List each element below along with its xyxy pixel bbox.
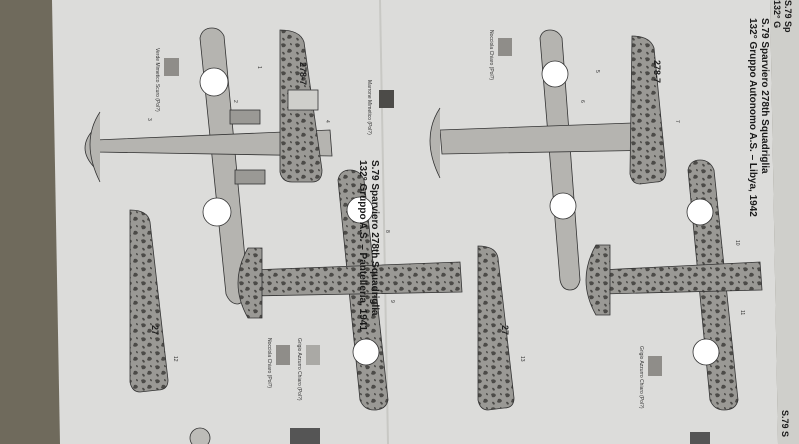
fuselage-code-right: 278-7 (652, 60, 662, 84)
callout-number: 10 (734, 240, 740, 246)
fuselage-code-left-bottom: 27 (150, 325, 160, 336)
paint-label-b: Marrone Mimetico (Pol?) (366, 80, 372, 135)
callout-number: 7 (674, 120, 680, 123)
center-plan-view-camo (237, 169, 463, 411)
header-right-line2: 132° Gruppo Autonomo A.S. – Libya, 1942 (747, 18, 758, 217)
left-side-view (129, 29, 323, 393)
callout-number: 3 (146, 118, 152, 121)
paint-label-c: Nocciola Chiaro (Pol?) (266, 338, 272, 389)
color-swatch-f (648, 356, 662, 376)
callout-number: 8 (384, 230, 390, 233)
paint-label-a: Verde Mimetico Scuro (Pol?) (154, 48, 160, 112)
color-swatch-e (498, 38, 512, 56)
callout-number: 4 (324, 120, 330, 123)
callout-number: 11 (739, 310, 745, 316)
callout-number: 13 (519, 356, 525, 362)
color-swatch-c (276, 345, 290, 365)
left-plan-view (84, 27, 333, 305)
callout-number: 6 (579, 100, 585, 103)
callout-number: 1 (256, 66, 262, 69)
right-side-views (477, 35, 667, 411)
edge-text-bottom-right: S.79 S (780, 410, 790, 438)
paint-label-d: Grigio Azzurro Chiaro (Pol?) (296, 338, 302, 401)
edge-text-top-right-2: 132° G (772, 0, 782, 29)
center-upper-plan-view (429, 29, 663, 291)
right-plan-view-camo (585, 159, 763, 411)
paint-label-e: Nocciola Chiaro (Pol?) (488, 30, 494, 81)
header-center-line2: 132° Gruppo A.S. – Pantelleria, 1941 (357, 160, 368, 331)
color-swatch-b (379, 90, 394, 108)
callout-number: 9 (389, 300, 395, 303)
header-right-line1: S.79 Sparviero 278th Squadriglia (759, 18, 770, 174)
paint-label-f: Grigio Azzurro Chiaro (Pol?) (638, 346, 644, 409)
header-center-line1: S.79 Sparviero 278th Squadriglia (369, 160, 380, 316)
fuselage-code-center-bottom: 27 (500, 325, 510, 336)
color-swatch-d (306, 345, 320, 365)
callout-number: 5 (594, 70, 600, 73)
edge-text-top-right: S.79 Sp (783, 0, 793, 33)
callout-number: 12 (172, 356, 178, 362)
color-swatch-a (164, 58, 179, 76)
callout-number: 2 (232, 100, 238, 103)
fuselage-code-left: 278-7 (298, 62, 308, 86)
